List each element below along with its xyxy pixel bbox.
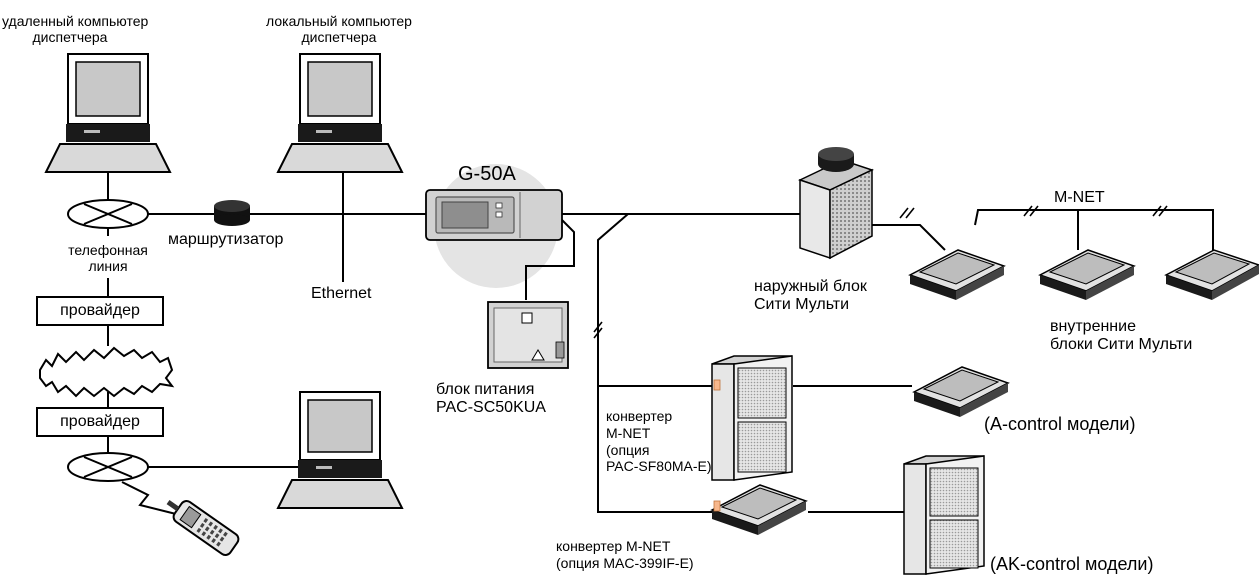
cable-marks (593, 205, 1168, 339)
outdoor-to-indoor1 (872, 224, 946, 251)
wireless-link (121, 481, 181, 516)
converter-a-label-line4: PAC-SF80MA-E) (606, 458, 712, 475)
converter-ak-marker (713, 500, 721, 512)
indoor-unit-ak-icon (710, 484, 808, 535)
ethernet-label: Ethernet (311, 285, 372, 302)
converter-a-label-line1: конвертер (606, 408, 673, 424)
indoor-units-label-line2: блоки Сити Мульти (1050, 336, 1193, 354)
remote-pc-label-line2: диспетчера (32, 29, 108, 46)
indoor-units-label: внутренние блоки Сити Мульти (1050, 318, 1192, 355)
phone-line-label-line2: линия (88, 258, 128, 275)
mobile-phone-icon (166, 499, 240, 556)
phone-line-label: телефонная линия (58, 242, 158, 275)
outdoor-unit-icon (797, 147, 875, 260)
power-supply-icon (487, 301, 569, 369)
converter-a-label-line2: M-NET (606, 424, 651, 441)
bottom-pc-icon (276, 391, 404, 509)
phone-node-top (67, 199, 149, 229)
a-control-label: (A-control модели) (984, 414, 1136, 434)
local-pc-label: локальный компьютер диспетчера (254, 13, 424, 45)
indoor-unit-1-icon (908, 249, 1006, 300)
power-supply-label-line1: блок питания (436, 381, 535, 398)
indoor-units-label-line1: внутренние (1050, 318, 1136, 335)
mnet-indoor-bus (974, 209, 1214, 258)
converter-ak-label-line2: (опция MAC-399IF-E) (556, 554, 694, 571)
provider-box-top: провайдер (36, 296, 164, 326)
mnet-branch (597, 213, 712, 513)
outdoor-unit-label-line1: наружный блок (754, 278, 867, 295)
provider-top-label: провайдер (60, 302, 140, 319)
converter-ak-label-line1: конвертер M-NET (556, 538, 671, 554)
local-pc-icon (276, 53, 404, 173)
router-label: маршрутизатор (168, 231, 284, 248)
remote-pc-label: удаленный компьютер диспетчера (2, 13, 149, 46)
converter-ak-label: конвертер M-NET (опция MAC-399IF-E) (556, 538, 694, 572)
controller-label: G-50A (458, 163, 516, 185)
outdoor-unit-ak-icon (903, 455, 985, 575)
indoor-unit-3-icon (1164, 249, 1259, 300)
indoor-unit-2-icon (1038, 249, 1136, 300)
outdoor-unit-a-icon (711, 355, 793, 481)
connection-lines (107, 172, 1214, 516)
outdoor-unit-label-line2: Сити Мульти (754, 296, 850, 314)
internet-cloud-icon (39, 346, 175, 398)
converter-a-label-line3: (опция (606, 441, 650, 458)
converter-a-marker (713, 379, 721, 391)
provider-bottom-label: провайдер (60, 413, 140, 430)
provider-box-bottom: провайдер (36, 407, 164, 437)
outdoor-unit-label: наружный блок Сити Мульти (754, 278, 867, 315)
power-supply-label-line2: PAC-SC50KUA (436, 399, 546, 417)
power-supply-label: блок питания PAC-SC50KUA (436, 381, 546, 418)
ak-control-label: (AK-control модели) (990, 554, 1154, 574)
local-pc-label-line2: диспетчера (301, 29, 377, 46)
indoor-unit-a-control-icon (912, 366, 1010, 417)
local-pc-label-line1: локальный компьютер (266, 13, 412, 29)
controller-device-icon (425, 189, 563, 241)
remote-pc-label-line1: удаленный компьютер (2, 13, 149, 29)
converter-a-label: конвертер M-NET (опция PAC-SF80MA-E) (606, 408, 712, 475)
mnet-label: M-NET (1054, 189, 1105, 206)
phone-line-label-line1: телефонная (68, 242, 148, 258)
remote-pc-icon (44, 53, 172, 173)
router-icon (214, 200, 250, 226)
phone-node-bottom (67, 452, 149, 482)
power-link (525, 219, 575, 300)
